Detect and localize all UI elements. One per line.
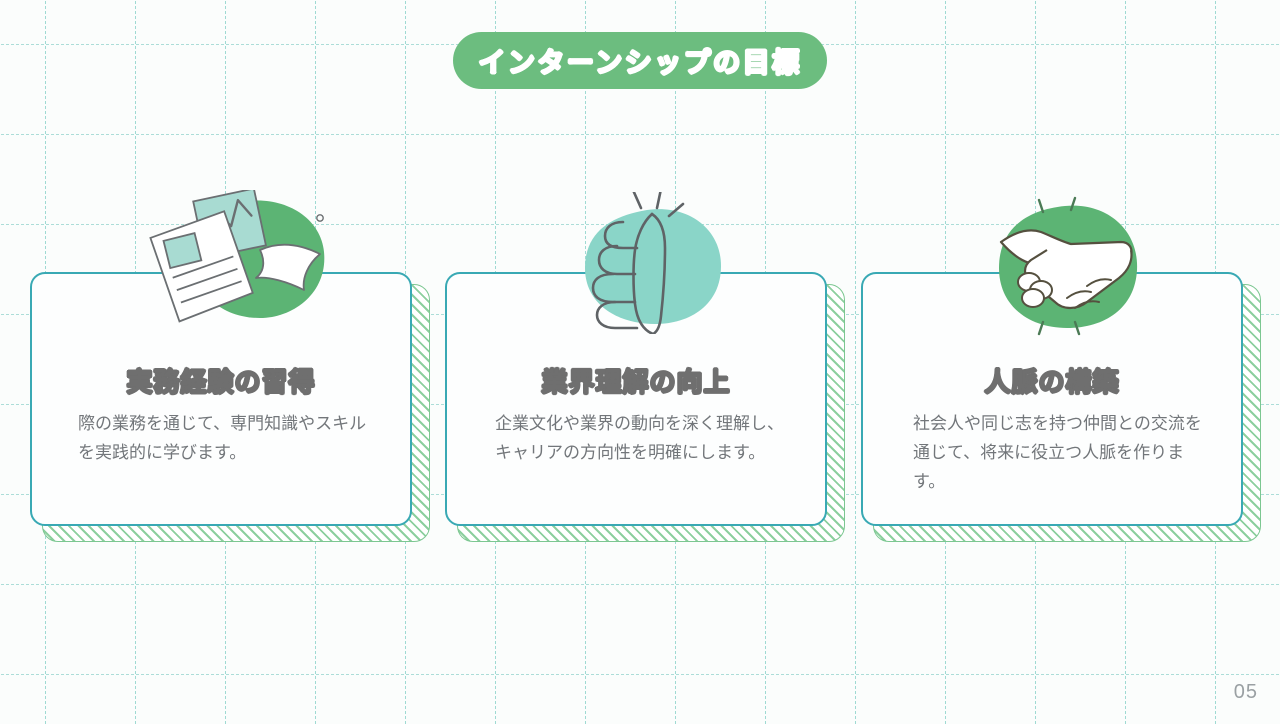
card-body-text: 際の業務を通じて、専門知識やスキルを実践的に学びます。 <box>78 414 367 462</box>
card-surface: 実務経験の習得 際の業務を通じて、専門知識やスキルを実践的に学びます。 <box>30 272 412 526</box>
card-surface: 業界理解の向上 企業文化や業界の動向を深く理解し、キャリアの方向性を明確にします… <box>445 272 827 526</box>
card-title: 実務経験の習得 <box>126 367 316 397</box>
card-title: 人脈の構築 <box>984 367 1120 397</box>
card-surface: 人脈の構築 社会人や同じ志を持つ仲間との交流を通じて、将来に役立つ人脈を作ります… <box>861 272 1243 526</box>
page-number: 05 <box>1233 681 1258 703</box>
goal-card-1[interactable]: 実務経験の習得 際の業務を通じて、専門知識やスキルを実践的に学びます。 <box>22 187 430 542</box>
card-body-text: 企業文化や業界の動向を深く理解し、キャリアの方向性を明確にします。 <box>495 414 784 462</box>
slide-title-pill: インターンシップの目標 <box>453 32 827 89</box>
goal-card-2[interactable]: 業界理解の向上 企業文化や業界の動向を深く理解し、キャリアの方向性を明確にします… <box>437 187 845 542</box>
card-body-text: 社会人や同じ志を持つ仲間との交流を通じて、将来に役立つ人脈を作ります。 <box>913 414 1202 491</box>
card-title: 業界理解の向上 <box>541 367 731 397</box>
goal-card-3[interactable]: 人脈の構築 社会人や同じ志を持つ仲間との交流を通じて、将来に役立つ人脈を作ります… <box>853 196 1261 542</box>
page-title: インターンシップの目標 <box>478 48 802 78</box>
